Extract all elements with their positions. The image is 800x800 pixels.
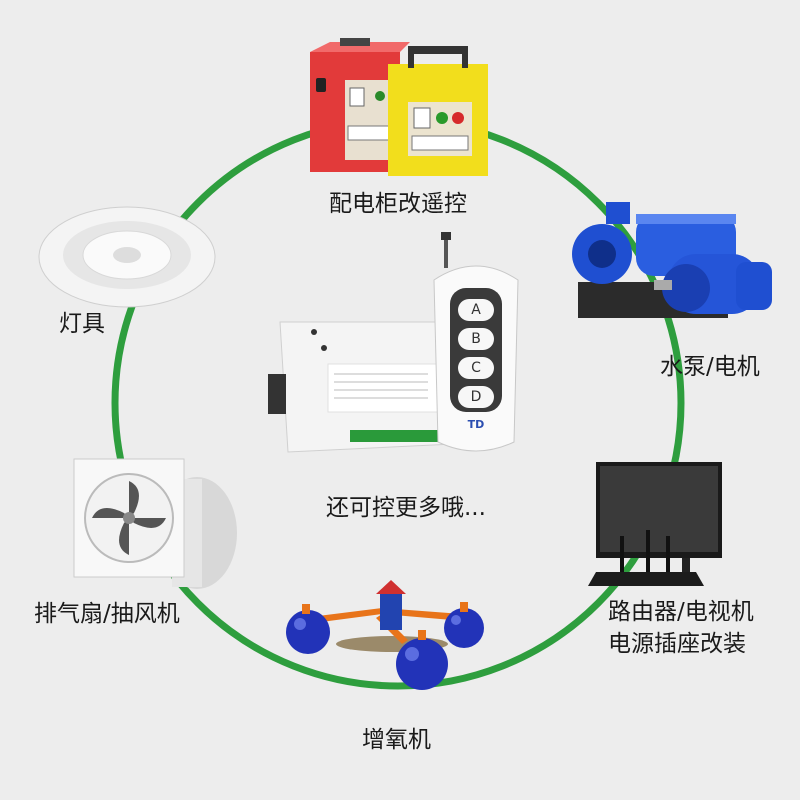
remote-control: A B C D TD: [428, 232, 524, 454]
fan-label: 排气扇/抽风机: [34, 601, 180, 627]
router-label-line2: 电源插座改装: [608, 631, 746, 657]
aerator-image: [286, 580, 484, 690]
router-label-line1: 路由器/电视机: [608, 599, 754, 625]
aerator-label: 增氧机: [362, 727, 431, 753]
remote-button-c[interactable]: C: [458, 357, 494, 379]
pump-label: 水泵/电机: [660, 354, 760, 380]
remote-button-b[interactable]: B: [458, 328, 494, 350]
lamp-label: 灯具: [59, 311, 105, 337]
cabinet-image: [310, 38, 488, 176]
fan-image: [73, 458, 237, 589]
lamp-image: [38, 206, 216, 308]
remote-button-a[interactable]: A: [458, 299, 494, 321]
cabinet-label: 配电柜改遥控: [329, 191, 467, 217]
more-label: 还可控更多哦...: [326, 495, 486, 521]
remote-logo: TD: [467, 418, 485, 431]
remote-button-d[interactable]: D: [458, 386, 494, 408]
tv-router-image: [588, 462, 722, 586]
pump-image: [572, 202, 772, 318]
receiver-module: [268, 321, 454, 453]
